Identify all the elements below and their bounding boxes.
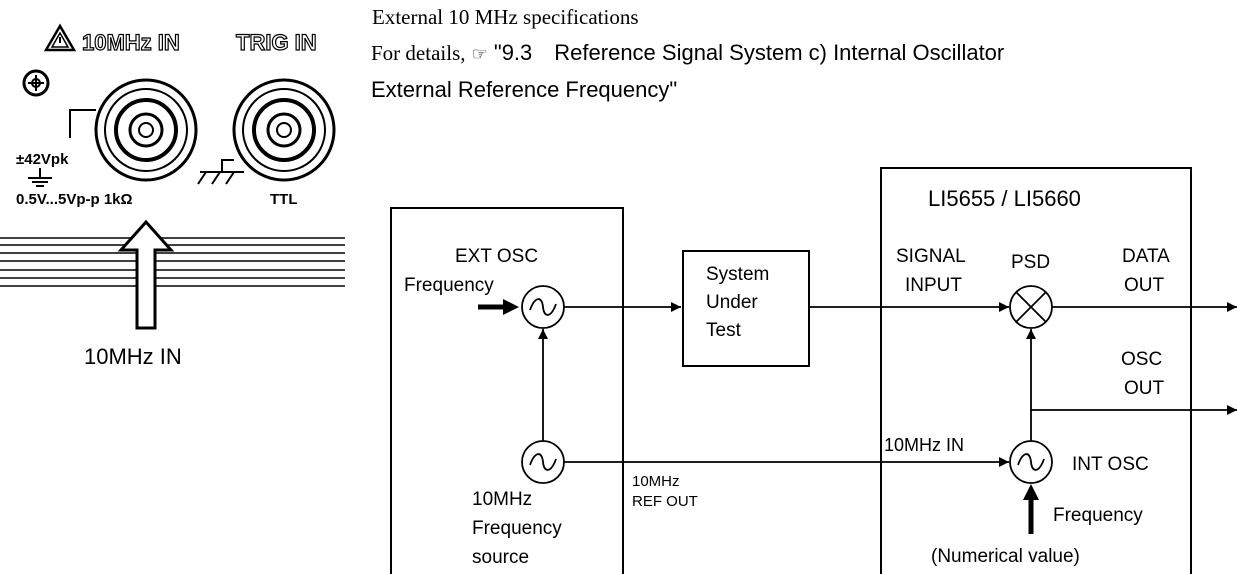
data-label: DATA: [1122, 246, 1170, 267]
panel-ttl-label: TTL: [270, 191, 298, 208]
panel-arrow-caption: 10MHz IN: [84, 344, 182, 369]
bnc-connector-10mhz-icon: [94, 78, 198, 182]
ext-osc-box: [390, 207, 624, 574]
ground-icon: [28, 168, 52, 187]
trig-ground-icon: [197, 159, 244, 185]
front-panel-illustration: 10MHz IN TRIG IN ±42Vpk 0.5V...5Vp-p 1kΩ: [0, 23, 345, 369]
source-oscillator-symbol: [521, 440, 565, 484]
panel-trig-label: TRIG IN: [236, 30, 317, 55]
chassis-ground-icon: [22, 69, 50, 97]
int-osc-label: INT OSC: [1072, 454, 1149, 475]
frequency-input-arrow: [503, 299, 519, 315]
ref-out-10mhz: 10MHz: [632, 473, 680, 490]
signal-label: SIGNAL: [896, 246, 966, 267]
sut-line3: Test: [706, 320, 742, 341]
panel-edge-lines: [0, 237, 345, 287]
int-oscillator-symbol: [1009, 440, 1053, 484]
source-10mhz: 10MHz: [472, 489, 532, 510]
int-frequency-label: Frequency: [1053, 505, 1143, 526]
osc-out-label: OUT: [1124, 378, 1165, 399]
panel-ext-label: 10MHz IN: [82, 30, 180, 55]
ext-frequency-label: Frequency: [404, 275, 494, 296]
input-pointer-arrow: [117, 219, 175, 330]
osc-label: OSC: [1121, 349, 1162, 370]
lock-in-amplifier-box: [880, 167, 1192, 574]
ext-osc-label: EXT OSC: [455, 246, 538, 267]
reference-link[interactable]: "9.3 Reference Signal System c) Internal…: [493, 40, 1005, 65]
sut-line1: System: [706, 264, 769, 285]
ref-out-label: REF OUT: [632, 493, 698, 510]
psd-label: PSD: [1011, 252, 1050, 273]
block-diagram: EXT OSC Frequency 10MHz Frequency source…: [390, 167, 1237, 574]
source-word: source: [472, 547, 529, 568]
int-10mhz-in-label: 10MHz IN: [884, 435, 964, 455]
bnc-connector-trig-icon: [232, 78, 336, 182]
system-under-test-box: [682, 250, 810, 367]
warning-icon: [43, 23, 77, 52]
lock-in-title: LI5655 / LI5660: [928, 186, 1081, 211]
data-out-label: OUT: [1124, 275, 1165, 296]
spec-title: External 10 MHz specifications: [372, 5, 639, 29]
pointing-hand-icon: ☞: [471, 44, 488, 64]
details-prefix: For details,: [371, 41, 466, 65]
int-frequency-arrow: [1023, 484, 1039, 500]
sut-line2: Under: [706, 292, 758, 313]
spec-reference-line2[interactable]: External Reference Frequency": [371, 77, 678, 102]
spec-reference: For details, ☞ "9.3 Reference Signal Sys…: [371, 40, 1004, 66]
panel-voltage-limit: ±42Vpk: [16, 151, 69, 168]
input-label: INPUT: [905, 275, 962, 296]
ext-oscillator-symbol: [521, 285, 565, 329]
numerical-value-label: (Numerical value): [931, 546, 1080, 567]
panel-input-spec: 0.5V...5Vp-p 1kΩ: [16, 191, 133, 208]
psd-mixer-symbol: [1009, 285, 1053, 329]
source-frequency: Frequency: [472, 518, 562, 539]
